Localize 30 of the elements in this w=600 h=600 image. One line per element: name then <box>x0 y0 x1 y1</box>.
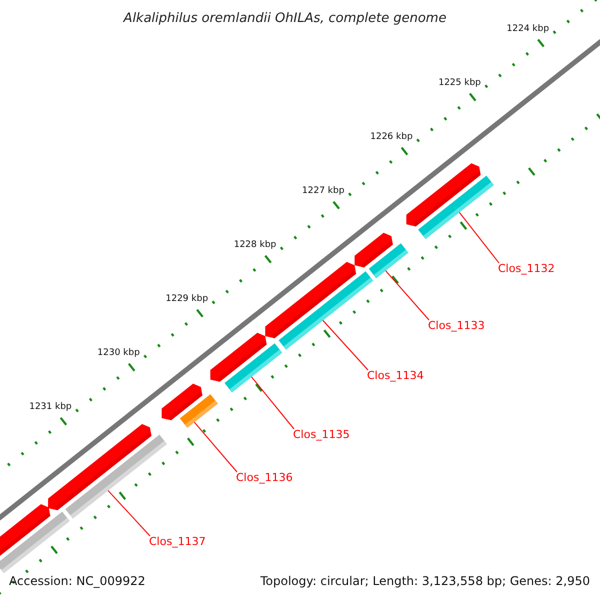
gene-bar <box>65 434 167 518</box>
gene-bar <box>368 243 408 278</box>
gene-bar <box>180 394 218 428</box>
gene-bar <box>224 343 282 392</box>
leader-line <box>194 422 238 472</box>
scale-label: 1227 kbp <box>302 186 344 198</box>
leader-line <box>108 490 150 536</box>
gene-label: Clos_1132 <box>498 262 555 276</box>
gene-bar <box>0 512 70 574</box>
scale-label: 1228 kbp <box>234 240 276 252</box>
scale-label: 1225 kbp <box>438 78 481 90</box>
scale-label: 1230 kbp <box>97 348 140 360</box>
gene-label: Clos_1136 <box>236 471 293 485</box>
scale-label: 1229 kbp <box>166 294 208 306</box>
gene-label: Clos_1135 <box>293 428 350 442</box>
gene-label: Clos_1137 <box>149 535 206 549</box>
gene-label: Clos_1133 <box>428 319 485 333</box>
accession-text: Accession: NC_009922 <box>9 574 146 589</box>
gene-bar <box>278 271 374 350</box>
leader-line <box>385 270 430 320</box>
scale-label: 1226 kbp <box>370 132 413 144</box>
genome-info-text: Topology: circular; Length: 3,123,558 bp; Genes: 2,950 <box>260 574 590 589</box>
scale-label: 1231 kbp <box>29 402 72 414</box>
leader-line <box>458 212 500 264</box>
leader-line <box>251 376 294 430</box>
leader-line <box>322 320 368 370</box>
gene-label: Clos_1134 <box>367 369 424 383</box>
title: Alkaliphilus oremlandii OhILAs, complete genome <box>122 10 448 28</box>
gene-bar <box>418 176 494 239</box>
scale-label: 1224 kbp <box>506 24 550 36</box>
